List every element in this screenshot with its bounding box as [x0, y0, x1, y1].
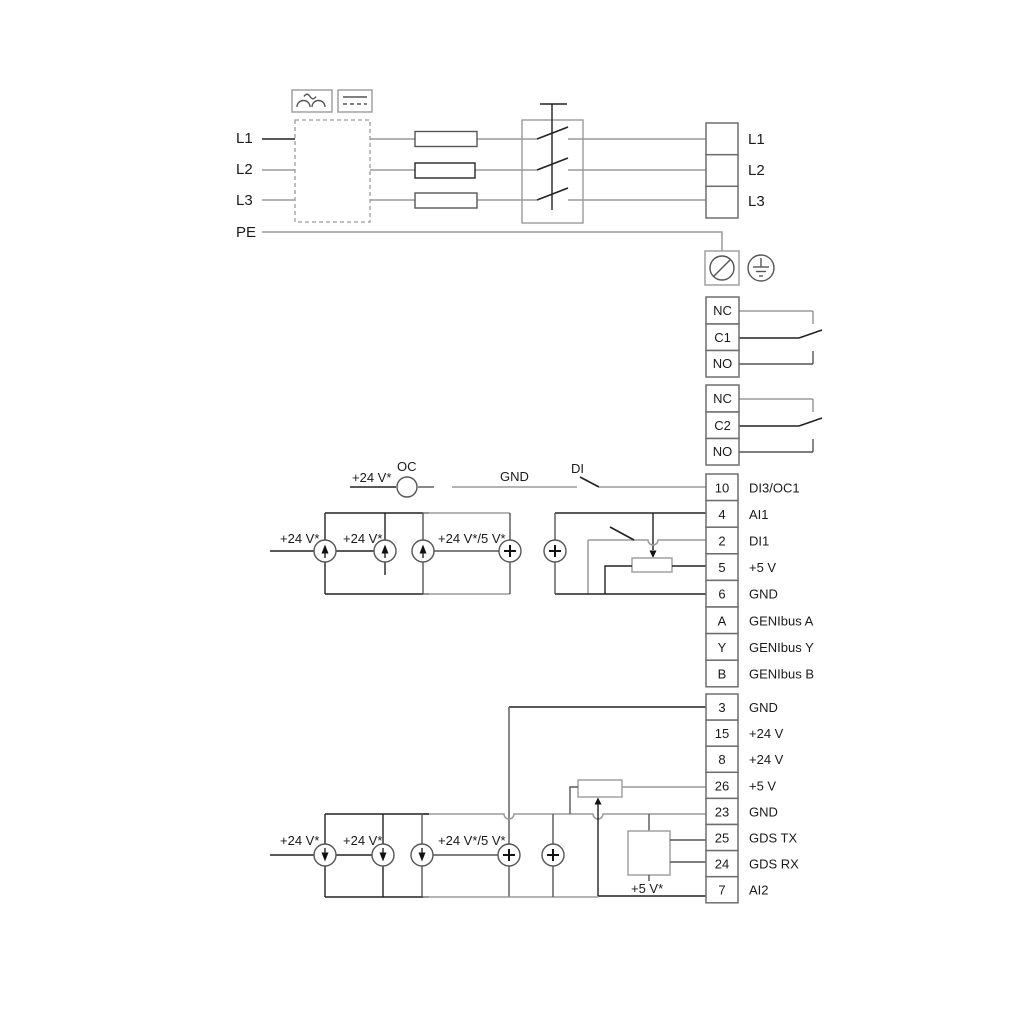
- supply-annotation: +24 V*/5 V*: [438, 833, 506, 848]
- terminal-label: +24 V: [749, 726, 784, 741]
- relay2-terminal-label: C2: [714, 418, 731, 433]
- terminal-pin: 2: [718, 534, 725, 549]
- dc-symbol-icon: [337, 89, 373, 113]
- gnd-annotation: GND: [500, 469, 529, 484]
- phase-in-label: L2: [236, 161, 253, 178]
- potentiometer-icon: [631, 557, 673, 573]
- phase-terminal-block: [705, 122, 739, 219]
- relay1-block: NC C1 NO: [705, 296, 823, 378]
- earth-ground-icon: [747, 254, 775, 282]
- voltage-source-icon: [541, 843, 565, 867]
- terminal-pin: 26: [715, 778, 729, 793]
- terminal-pin: 7: [718, 883, 725, 898]
- terminal-label: GENIbus B: [749, 667, 814, 682]
- disconnect-switch-icon: [521, 103, 584, 224]
- terminal-label: GND: [749, 587, 778, 602]
- terminal-pin: 4: [718, 507, 725, 522]
- supply-annotation: +24 V*/5 V*: [438, 531, 506, 546]
- terminal-strip-2: 3 15 8 26 23 25 24 7 GND +24 V +24 V +5 …: [705, 693, 799, 904]
- relay2-terminal-label: NC: [713, 391, 732, 406]
- terminal-pin: 8: [718, 752, 725, 767]
- phase-in-label: L1: [236, 130, 253, 147]
- current-source-icon: [313, 539, 337, 563]
- wiper-arrow-icon: [649, 550, 657, 558]
- terminal-label: GDS RX: [749, 857, 799, 872]
- voltage-source-icon: [543, 539, 567, 563]
- fuse-icon-l3: [414, 192, 478, 209]
- terminal-label: DI3/OC1: [749, 480, 800, 495]
- relay2-block: NC C2 NO: [705, 384, 823, 466]
- phase-in-label: L3: [236, 192, 253, 209]
- voltage-source-icon: [497, 843, 521, 867]
- terminal-label: +5 V: [749, 778, 776, 793]
- di-switch-icon: [579, 476, 600, 488]
- phase-out-label: L2: [748, 162, 765, 179]
- relay1-terminal-label: NC: [713, 303, 732, 318]
- terminal-label: GND: [749, 804, 778, 819]
- terminal-pin: 23: [715, 804, 729, 819]
- current-source-icon: [411, 539, 435, 563]
- power-section: L1 L2 L3 PE L1 L2 L3: [236, 89, 775, 286]
- pe-wire: [262, 231, 723, 251]
- di-annotation: DI: [571, 461, 584, 476]
- di1-switch-icon: [609, 526, 635, 541]
- terminal-pin: 25: [715, 831, 729, 846]
- supply-annotation: +24 V*: [343, 531, 382, 546]
- emc-filter-box: [294, 119, 371, 223]
- supply-annotation: +24 V*: [343, 833, 382, 848]
- relay1-contact-icon: [798, 329, 823, 339]
- supply-annotation: +24 V*: [352, 470, 391, 485]
- terminal-pin: 24: [715, 857, 729, 872]
- relay2-terminal-label: NO: [713, 444, 733, 459]
- terminal-strip-1: 10 4 2 5 6 A Y B DI3/OC1 AI1 DI1 +5 V GN…: [705, 473, 814, 688]
- voltage-source-icon: [498, 539, 522, 563]
- terminal-pin: 15: [715, 726, 729, 741]
- terminal-pin: B: [718, 667, 727, 682]
- terminal-label: GND: [749, 700, 778, 715]
- sensor-box: [627, 814, 706, 881]
- screw-terminal-icon: [704, 250, 740, 286]
- terminal-pin: 10: [715, 480, 729, 495]
- terminal-pin: A: [718, 613, 727, 628]
- terminal-pin: 6: [718, 587, 725, 602]
- relay1-terminal-label: NO: [713, 356, 733, 371]
- io-circuit-bottom: +24 V* +24 V* +24 V*/5 V* +5 V*: [270, 706, 706, 898]
- open-collector-icon: [396, 476, 418, 498]
- terminal-label: AI2: [749, 883, 769, 898]
- io-circuit-top: +24 V* OC GND DI +24 V* +24 V* +24 V*/5 …: [270, 459, 706, 595]
- current-source-icon: [313, 843, 337, 867]
- relay1-terminal-label: C1: [714, 330, 731, 345]
- current-source-icon: [410, 843, 434, 867]
- terminal-pin: 5: [718, 560, 725, 575]
- terminal-label: AI1: [749, 507, 769, 522]
- supply-annotation: +24 V*: [280, 531, 319, 546]
- ac-symbol-icon: [291, 89, 333, 113]
- terminal-label: DI1: [749, 534, 769, 549]
- phase-out-label: L3: [748, 193, 765, 210]
- terminal-label: GENIbus Y: [749, 640, 814, 655]
- oc-annotation: OC: [397, 459, 417, 474]
- phase-in-label: PE: [236, 224, 256, 241]
- wiper-arrow-icon: [594, 797, 602, 805]
- fuse-icon-l2: [414, 162, 476, 179]
- terminal-pin: Y: [718, 640, 727, 655]
- phase-out-label: L1: [748, 131, 765, 148]
- relay2-contact-icon: [798, 417, 823, 427]
- terminal-label: GENIbus A: [749, 613, 814, 628]
- terminal-label: +24 V: [749, 752, 784, 767]
- terminal-label: +5 V: [749, 560, 776, 575]
- supply-annotation: +24 V*: [280, 833, 319, 848]
- current-source-icon: [373, 539, 397, 563]
- terminal-label: GDS TX: [749, 831, 797, 846]
- potentiometer-icon: [577, 779, 623, 798]
- supply-annotation: +5 V*: [631, 881, 663, 896]
- current-source-icon: [371, 843, 395, 867]
- terminal-pin: 3: [718, 700, 725, 715]
- fuse-icon-l1: [414, 130, 478, 148]
